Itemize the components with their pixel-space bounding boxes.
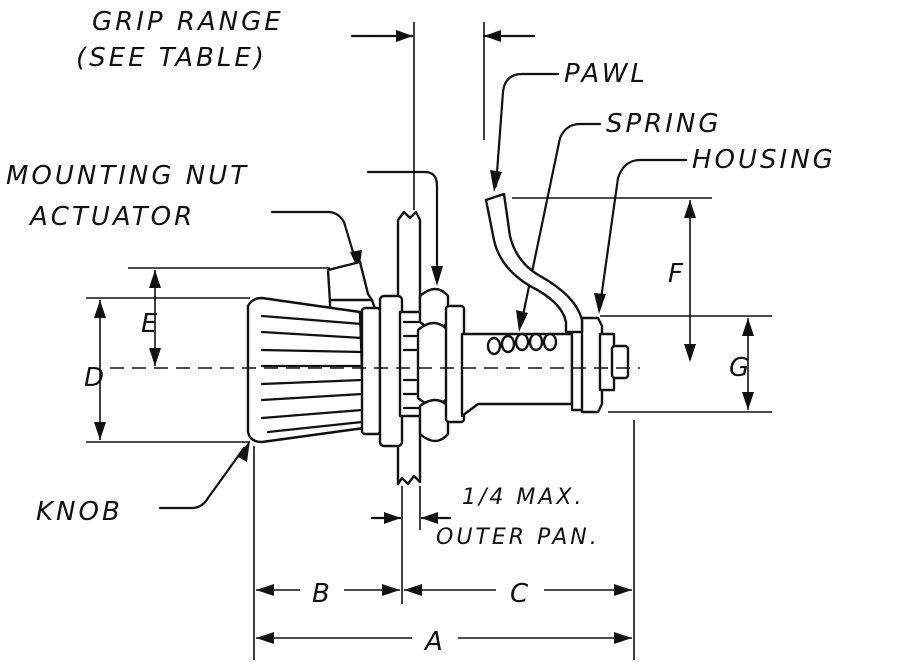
knob-leader	[158, 446, 246, 510]
dimension-a	[256, 632, 632, 644]
pawl	[484, 192, 584, 334]
housing-leader-arrow	[594, 293, 606, 314]
flange	[360, 294, 404, 448]
pawl-label: PAWL	[564, 59, 648, 89]
dimension-b	[256, 584, 400, 596]
pawl-leader-arrow	[490, 170, 502, 192]
dimension-f	[512, 197, 712, 362]
actuator-label: ACTUATOR	[28, 202, 195, 232]
housing-label: HOUSING	[692, 145, 836, 175]
outer-pan-max-label: 1/4 MAX.	[462, 485, 585, 510]
housing	[460, 316, 630, 418]
grip-range-leader	[350, 22, 536, 210]
dimension-d	[86, 297, 250, 443]
mounting-nut-leader	[366, 170, 439, 276]
knob	[246, 296, 366, 444]
mounting-nut	[416, 287, 466, 443]
outer-pan-label: OUTER PAN.	[436, 525, 600, 550]
dimension-b-label: B	[312, 579, 333, 609]
spring-leader-arrow	[516, 310, 528, 332]
dimension-g	[600, 315, 772, 413]
mounting-nut-label: MOUNTING NUT	[6, 161, 249, 191]
housing-leader	[598, 158, 688, 308]
knob-label: KNOB	[36, 497, 123, 527]
dimension-g-label: G	[729, 353, 752, 383]
dimension-f-label: F	[668, 259, 686, 289]
dimension-d-label: D	[84, 363, 107, 393]
dimension-outer-pan	[370, 486, 452, 530]
actuator-leader	[270, 210, 358, 264]
dimension-c-label: C	[510, 579, 531, 609]
grip-range-note: (SEE TABLE)	[76, 43, 267, 73]
extension-lines	[253, 420, 635, 660]
spring-label: SPRING	[606, 109, 722, 139]
pawl-leader	[494, 72, 560, 188]
dimension-a-label: A	[423, 627, 446, 657]
spring	[486, 332, 558, 356]
knob-leader-arrow	[238, 440, 250, 462]
dimension-c	[404, 584, 632, 596]
mounting-nut-leader-arrow	[431, 266, 443, 286]
actuator	[326, 260, 378, 314]
dimension-e	[128, 267, 330, 366]
spring-leader	[520, 122, 602, 322]
dimension-e-label: E	[141, 309, 160, 339]
grip-range-label: GRIP RANGE	[92, 7, 284, 37]
